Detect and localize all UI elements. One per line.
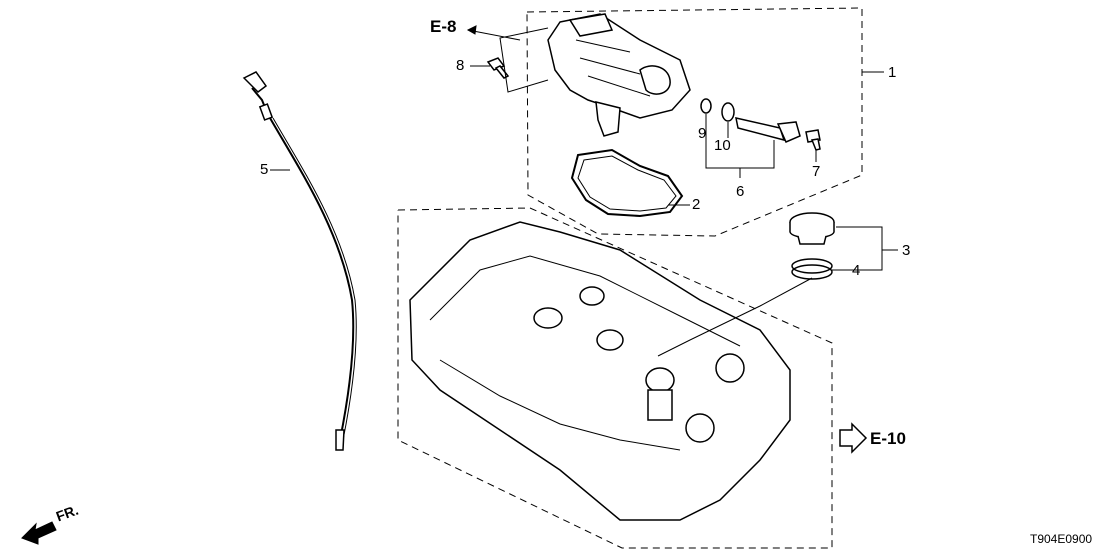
- o-rings: [700, 98, 735, 122]
- callout-7: 7: [812, 163, 821, 180]
- cylinder-head-boundary: [397, 207, 833, 549]
- cap-seal: [791, 258, 833, 280]
- callout-3: 3: [902, 242, 911, 259]
- e8-ref-arrow: [466, 25, 521, 41]
- diagram-code: T904E0900: [1030, 532, 1093, 546]
- callout-5: 5: [260, 161, 269, 178]
- leader-lines: [270, 27, 898, 357]
- callout-2: 2: [692, 196, 701, 213]
- front-arrow: [21, 521, 57, 545]
- cylinder-head: [409, 221, 791, 521]
- ref-e8-label: E-8: [430, 17, 457, 36]
- ref-e10-label: E-10: [870, 429, 906, 448]
- oil-dipstick: [242, 71, 357, 451]
- gasket: [570, 148, 684, 218]
- callout-9: 9: [698, 125, 707, 142]
- callout-1: 1: [888, 64, 897, 81]
- e10-ref-arrow: [839, 422, 868, 454]
- bolt-7: [805, 129, 821, 151]
- cover-assembly-boundary: [526, 7, 863, 237]
- oil-filler-cap: [789, 212, 835, 245]
- callout-6: 6: [736, 183, 745, 200]
- shaft-6: [735, 117, 801, 143]
- callout-10: 10: [714, 137, 731, 154]
- callout-4: 4: [852, 262, 861, 279]
- valve-cover-housing: [547, 13, 691, 137]
- callout-8: 8: [456, 57, 465, 74]
